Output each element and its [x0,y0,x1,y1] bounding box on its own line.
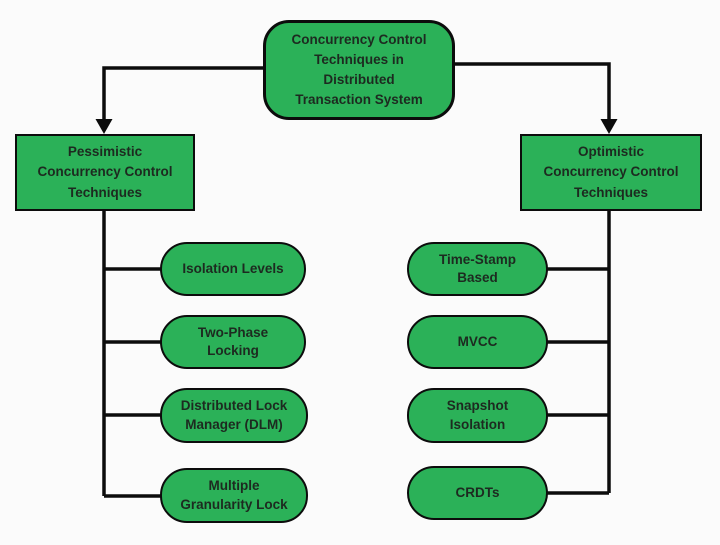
node-time-stamp-based: Time-Stamp Based [407,242,548,296]
node-mvcc: MVCC [407,315,548,369]
node-multiple-granularity-lock: Multiple Granularity Lock [160,468,308,523]
node-snapshot-isolation: Snapshot Isolation [407,388,548,443]
node-root: Concurrency Control Techniques in Distri… [263,20,455,120]
node-two-phase-locking: Two-Phase Locking [160,315,306,369]
connector-root-to-optimistic [455,62,611,121]
arrowhead-pessimistic [95,119,113,134]
node-isolation-levels: Isolation Levels [160,242,306,296]
node-optimistic-techniques: Optimistic Concurrency Control Technique… [520,134,702,211]
node-distributed-lock-manager: Distributed Lock Manager (DLM) [160,388,308,443]
node-crdts: CRDTs [407,466,548,520]
arrowhead-optimistic [600,119,618,134]
node-pessimistic-techniques: Pessimistic Concurrency Control Techniqu… [15,134,195,211]
connector-root-to-pessimistic [102,66,263,121]
